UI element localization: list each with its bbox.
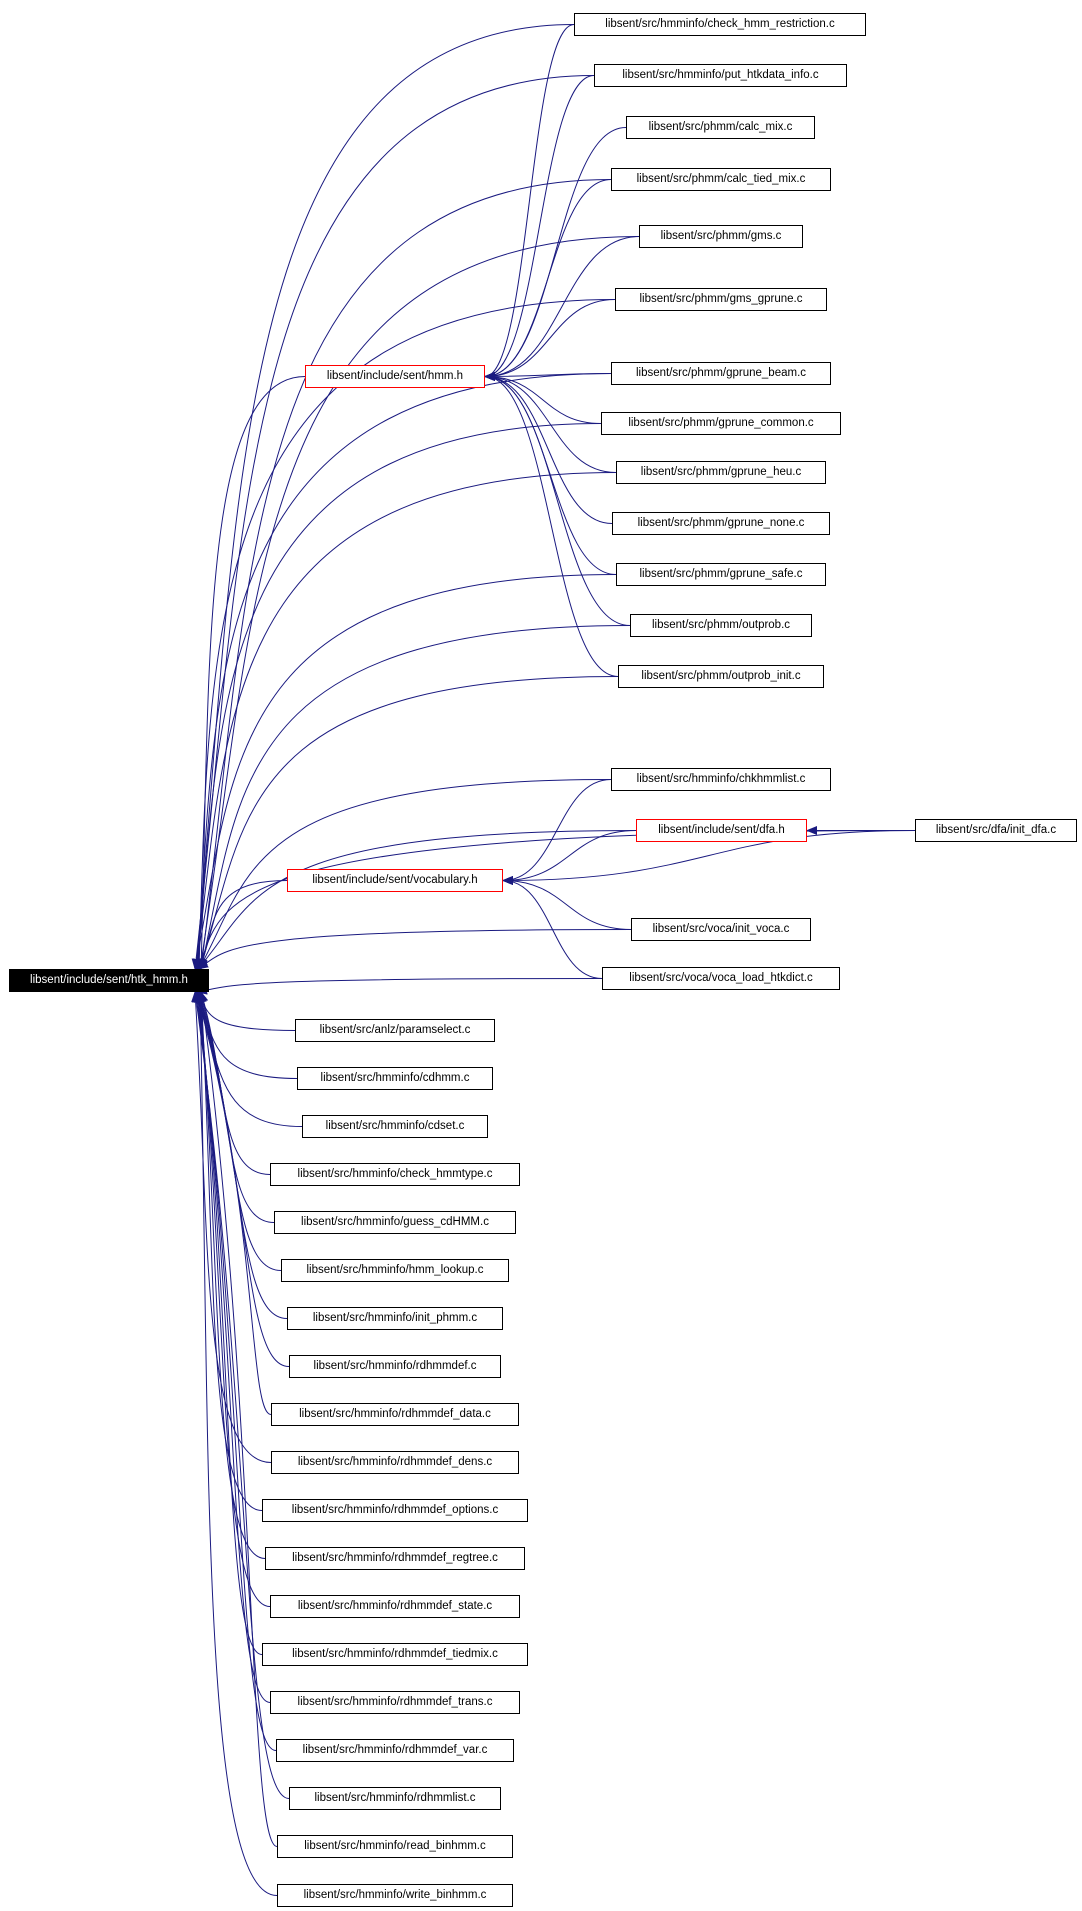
edge-chkhmmlist-to-htk-hmm (198, 779, 612, 970)
node-init-phmm[interactable]: libsent/src/hmminfo/init_phmm.c (287, 1307, 503, 1330)
node-gms-gprune[interactable]: libsent/src/phmm/gms_gprune.c (615, 288, 827, 311)
edge-gprune-common-to-hmm-h (484, 372, 602, 424)
node-read-binhmm[interactable]: libsent/src/hmminfo/read_binhmm.c (277, 1835, 513, 1858)
node-calc-mix[interactable]: libsent/src/phmm/calc_mix.c (626, 116, 815, 139)
node-gprune-safe[interactable]: libsent/src/phmm/gprune_safe.c (616, 563, 826, 586)
node-gms[interactable]: libsent/src/phmm/gms.c (639, 225, 803, 248)
edge-chkhmmlist-to-vocab-h (502, 779, 612, 885)
node-gprune-common[interactable]: libsent/src/phmm/gprune_common.c (601, 412, 841, 435)
edge-gms-to-hmm-h (484, 236, 640, 381)
node-hmm-lookup[interactable]: libsent/src/hmminfo/hmm_lookup.c (281, 1259, 509, 1282)
node-rdhmmdef-options[interactable]: libsent/src/hmminfo/rdhmmdef_options.c (262, 1499, 528, 1522)
edge-init-dfa-to-htk-hmm (197, 830, 916, 970)
edge-gprune-heu-to-hmm-h (484, 372, 617, 473)
edge-init-voca-to-htk-hmm (197, 929, 632, 970)
node-dfa-h[interactable]: libsent/include/sent/dfa.h (636, 819, 807, 842)
edge-put-htkdata-info-to-htk-hmm (191, 75, 595, 970)
node-cdset[interactable]: libsent/src/hmminfo/cdset.c (302, 1115, 488, 1138)
node-outprob[interactable]: libsent/src/phmm/outprob.c (630, 614, 812, 637)
edge-put-htkdata-info-to-hmm-h (484, 75, 595, 381)
node-gprune-heu[interactable]: libsent/src/phmm/gprune_heu.c (616, 461, 826, 484)
node-voca-load-htkdict[interactable]: libsent/src/voca/voca_load_htkdict.c (602, 967, 840, 990)
node-rdhmmdef-data[interactable]: libsent/src/hmminfo/rdhmmdef_data.c (271, 1403, 519, 1426)
node-init-dfa[interactable]: libsent/src/dfa/init_dfa.c (915, 819, 1077, 842)
edge-voca-load-htkdict-to-vocab-h (502, 876, 603, 979)
edge-rdhmmdef-dens-to-htk-hmm (191, 991, 272, 1463)
node-chkhmmlist[interactable]: libsent/src/hmminfo/chkhmmlist.c (611, 768, 831, 791)
node-rdhmmdef[interactable]: libsent/src/hmminfo/rdhmmdef.c (289, 1355, 501, 1378)
edge-gprune-none-to-hmm-h (484, 372, 613, 524)
edge-init-voca-to-vocab-h (502, 876, 632, 930)
edge-rdhmmdef-to-htk-hmm (195, 991, 290, 1367)
node-rdhmmlist[interactable]: libsent/src/hmminfo/rdhmmlist.c (289, 1787, 501, 1810)
edge-rdhmmdef-data-to-htk-hmm (194, 991, 272, 1415)
node-gprune-beam[interactable]: libsent/src/phmm/gprune_beam.c (611, 362, 831, 385)
node-guess-cdhmm[interactable]: libsent/src/hmminfo/guess_cdHMM.c (274, 1211, 516, 1234)
edge-gprune-safe-to-htk-hmm (192, 574, 617, 970)
edge-dfa-h-to-vocab-h (502, 830, 637, 885)
edge-write-binhmm-to-htk-hmm (195, 991, 278, 1896)
node-vocab-h[interactable]: libsent/include/sent/vocabulary.h (287, 869, 503, 892)
edge-rdhmmdef-trans-to-htk-hmm (193, 991, 271, 1703)
node-write-binhmm[interactable]: libsent/src/hmminfo/write_binhmm.c (277, 1884, 513, 1907)
edge-gprune-beam-to-htk-hmm (194, 373, 612, 970)
edge-gprune-common-to-htk-hmm (193, 423, 602, 970)
edge-gprune-heu-to-htk-hmm (192, 472, 617, 970)
node-gprune-none[interactable]: libsent/src/phmm/gprune_none.c (612, 512, 830, 535)
edge-rdhmmdef-var-to-htk-hmm (192, 991, 277, 1751)
edge-read-binhmm-to-htk-hmm (197, 991, 278, 1847)
node-rdhmmdef-regtree[interactable]: libsent/src/hmminfo/rdhmmdef_regtree.c (265, 1547, 525, 1570)
node-calc-tied-mix[interactable]: libsent/src/phmm/calc_tied_mix.c (611, 168, 831, 191)
node-rdhmmdef-var[interactable]: libsent/src/hmminfo/rdhmmdef_var.c (276, 1739, 514, 1762)
edge-check-hmmtype-to-htk-hmm (199, 991, 271, 1175)
node-htk-hmm[interactable]: libsent/include/sent/htk_hmm.h (9, 969, 209, 992)
node-paramselect[interactable]: libsent/src/anlz/paramselect.c (295, 1019, 495, 1042)
edge-outprob-to-hmm-h (484, 372, 631, 626)
edge-rdhmmlist-to-htk-hmm (191, 991, 290, 1799)
edge-calc-mix-to-hmm-h (484, 127, 627, 381)
node-rdhmmdef-tiedmix[interactable]: libsent/src/hmminfo/rdhmmdef_tiedmix.c (262, 1643, 528, 1666)
node-hmm-h[interactable]: libsent/include/sent/hmm.h (305, 365, 485, 388)
edge-voca-load-htkdict-to-htk-hmm (196, 978, 603, 995)
node-put-htkdata-info[interactable]: libsent/src/hmminfo/put_htkdata_info.c (594, 64, 847, 87)
edge-gms-gprune-to-htk-hmm (194, 299, 616, 970)
node-rdhmmdef-state[interactable]: libsent/src/hmminfo/rdhmmdef_state.c (270, 1595, 520, 1618)
edge-calc-tied-mix-to-hmm-h (484, 179, 612, 381)
node-check-hmm-restriction[interactable]: libsent/src/hmminfo/check_hmm_restrictio… (574, 13, 866, 36)
edge-check-hmm-restriction-to-hmm-h (484, 24, 575, 381)
node-cdhmm[interactable]: libsent/src/hmminfo/cdhmm.c (297, 1067, 493, 1090)
edge-rdhmmdef-state-to-htk-hmm (195, 991, 271, 1607)
edge-check-hmm-restriction-to-htk-hmm (192, 24, 575, 970)
edge-rdhmmdef-regtree-to-htk-hmm (196, 991, 266, 1559)
edge-init-dfa-to-vocab-h (502, 830, 916, 885)
edge-layer (191, 24, 916, 1896)
node-rdhmmdef-dens[interactable]: libsent/src/hmminfo/rdhmmdef_dens.c (271, 1451, 519, 1474)
edge-outprob-to-htk-hmm (198, 625, 631, 970)
edge-gprune-beam-to-hmm-h (484, 371, 612, 381)
node-check-hmmtype[interactable]: libsent/src/hmminfo/check_hmmtype.c (270, 1163, 520, 1186)
node-outprob-init[interactable]: libsent/src/phmm/outprob_init.c (618, 665, 824, 688)
edge-gms-gprune-to-hmm-h (484, 299, 616, 381)
edge-calc-tied-mix-to-htk-hmm (197, 179, 612, 970)
edge-cdset-to-htk-hmm (194, 991, 303, 1127)
edge-outprob-init-to-hmm-h (484, 372, 619, 677)
node-init-voca[interactable]: libsent/src/voca/init_voca.c (631, 918, 811, 941)
edge-paramselect-to-htk-hmm (196, 991, 296, 1031)
edge-hmm-h-to-htk-hmm (196, 376, 306, 970)
edge-gms-to-htk-hmm (197, 236, 640, 970)
edge-outprob-init-to-htk-hmm (198, 676, 619, 970)
node-rdhmmdef-trans[interactable]: libsent/src/hmminfo/rdhmmdef_trans.c (270, 1691, 520, 1714)
